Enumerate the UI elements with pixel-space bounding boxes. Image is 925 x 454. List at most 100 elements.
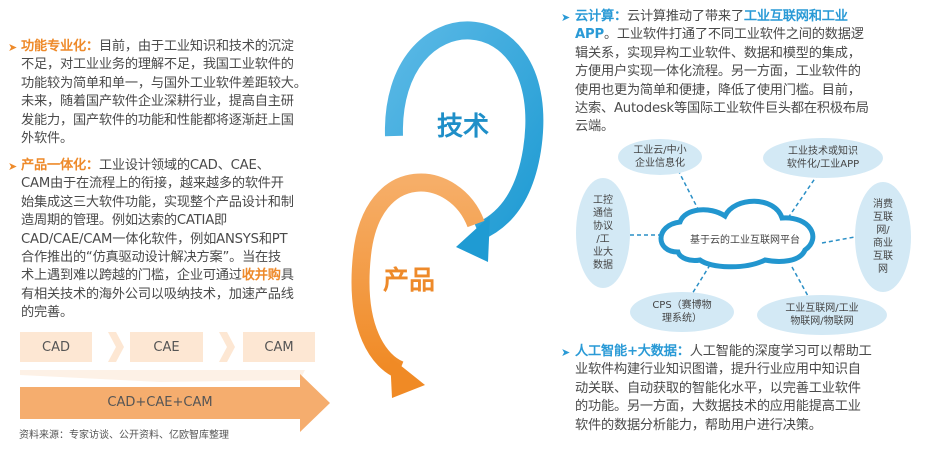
diagram-center-label: 基于云的工业互联网平台 [690,235,800,246]
text-line: 动关联、自动获取的智能化水平，以完善工业软件 [575,380,872,398]
node-line: /工 [596,234,610,245]
node-line: 软件化/工业APP [786,159,860,170]
flow-step-cam: CAM [243,332,315,362]
chevron-right-icon: ➤ [8,160,18,173]
flow-arrows [20,332,330,432]
cloud-platform-diagram [576,138,911,335]
product-integration-paragraph: 产品一体化：工业设计领域的CAD、CAE、CAM由于在流程上的衔接，越来越多的软… [21,157,294,323]
product-arc [351,173,485,379]
node-line: 工业互联网/工业 [785,303,859,314]
node-line: 工业技术或知识 [788,146,858,157]
node-bg [618,139,702,175]
text-segment: 方便用户实现一体化流程。另一方面，工业软件的 [575,64,861,80]
text-line: 始集成这三大软件功能，实现整个产品设计和制 [21,194,294,212]
text-segment: 云计算推动了带来了 [626,9,744,24]
chevron-icon [108,332,124,362]
combined-arrow [20,374,330,432]
text-line: 有相关技术的海外公司以吸纳技术，加速产品线 [21,286,294,304]
flow-step-cad: CAD [20,332,92,362]
text-segment: 工业设计领域的CAD、CAE、 [98,158,270,173]
source-note: 资料来源：专家访谈、公开资料、亿欧智库整理 [19,430,229,441]
diagram-node-top-right: 工业技术或知识软件化/工业APP [787,145,859,171]
text-line: 功能较为简单和单一，与国外工业软件差距较大。 [21,75,307,93]
node-bg [855,182,911,292]
text-segment: 外软件。 [21,131,73,147]
text-line: CAD/CAE/CAM一体化软件，例如ANSYS和PT [21,231,294,249]
text-segment: 软件的数据分析能力，帮助用户进行决策。 [575,417,822,433]
text-line: 云端。 [575,118,869,136]
text-segment: 动关联、自动获取的智能化水平，以完善工业软件 [575,380,861,396]
diagram-node-left: 工控通信协议/工业大数据 [593,194,613,272]
node-bg [630,292,734,332]
text-line: 发能力，国产软件的功能和性能都将逐渐赶上国 [21,112,307,130]
node-line: 企业信息化 [635,158,685,169]
text-line: 的功能。另一方面，大数据技术的应用能提高工业 [575,398,872,416]
chevron-icon [219,332,235,362]
text-line: CAM由于在流程上的衔接，越来越多的软件开 [21,175,294,193]
technology-arrowhead [456,216,490,262]
text-line: 功能专业化：目前，由于工业知识和技术的沉淀 [21,38,307,56]
text-segment: 使用也更为简单和便捷，降低了使用门槛。目前， [575,82,861,98]
node-line: 理系统） [662,313,702,324]
highlight-text: 人工智能+大数据： [575,344,690,359]
node-line: 业大 [593,247,613,258]
node-bg [576,178,630,288]
text-line: 术上遇到难以跨越的门槛，企业可通过收并购具 [21,267,294,285]
node-line: 协议 [593,221,613,232]
text-line: 产品一体化：工业设计领域的CAD、CAE、 [21,157,294,175]
text-segment: CAM由于在流程上的衔接，越来越多的软件开 [21,176,284,192]
text-segment: 。工业软件打通了不同工业软件之间的数据逻 [603,27,864,43]
node-line: 工控 [593,195,613,206]
text-segment: 业软件构建行业知识图谱，提升行业应用中知识自 [575,362,861,378]
text-segment: 合作推出的“仿真驱动设计解决方案”。当在技 [21,250,282,266]
combined-flow-label: CAD+CAE+CAM [107,394,213,410]
text-line: 辑关系，实现异构工业软件、数据和模型的集成， [575,45,869,63]
text-segment: 具 [280,268,294,284]
chevron-right-icon: ➤ [8,41,18,54]
text-line: 人工智能+大数据：人工智能的深度学习可以帮助工 [575,343,872,361]
node-line: 商业 [873,238,893,249]
text-segment: 目前，由于工业知识和技术的沉淀 [98,39,294,54]
text-segment: 人工智能的深度学习可以帮助工 [689,344,872,359]
text-line: 不足，对工业业务的理解不足，我国工业软件的 [21,56,307,74]
flow-step-cae: CAE [130,332,203,362]
text-segment: 未来，随着国产软件企业深耕行业，提高自主研 [21,94,294,110]
text-segment: 功能较为简单和单一，与国外工业软件差距较大。 [21,75,307,91]
diagram-node-bottom-right: 工业互联网/工业物联网/物联网 [785,302,858,328]
text-segment: 云端。 [575,119,614,135]
technology-arc [384,21,544,241]
node-line: 工业云/中小 [633,145,687,156]
node-line: 通信 [593,208,613,219]
chevron-right-icon: ➤ [561,11,571,24]
node-line: CPS（赛博物 [652,300,712,311]
text-segment: 达索、Autodesk等国际工业软件巨头都在积极布局 [575,101,869,117]
highlight-text: 功能专业化： [21,39,99,54]
text-segment: 不足，对工业业务的理解不足，我国工业软件的 [21,57,294,73]
node-line: 互联 [873,212,893,223]
diagram-node-top-left: 工业云/中小企业信息化 [633,144,686,170]
text-segment: 有相关技术的海外公司以吸纳技术，加速产品线 [21,286,294,302]
text-line: 云计算：云计算推动了带来了工业互联网和工业 [575,8,869,26]
text-line: APP。工业软件打通了不同工业软件之间的数据逻 [575,26,869,44]
highlight-text: 收并购 [241,268,281,284]
product-label: 产品 [383,266,436,296]
node-bg [757,295,887,335]
highlight-text: 云计算： [575,9,627,24]
product-arrowhead [390,357,425,398]
chevron-right-icon: ➤ [561,346,571,359]
technology-label: 技术 [437,112,490,142]
text-line: 达索、Autodesk等国际工业软件巨头都在积极布局 [575,100,869,118]
text-line: 合作推出的“仿真驱动设计解决方案”。当在技 [21,249,294,267]
node-line: 数据 [593,260,613,271]
text-segment: 造周期的管理。例如达索的CATIA即 [21,213,228,229]
text-line: 造周期的管理。例如达索的CATIA即 [21,212,294,230]
text-segment: 辑关系，实现异构工业软件、数据和模型的集成， [575,45,861,61]
text-line: 的完善。 [21,304,294,322]
highlight-text: 工业互联网和工业 [743,9,848,24]
merge-band [20,370,305,382]
node-line: 网/ [876,225,890,236]
text-line: 外软件。 [21,130,307,148]
text-segment: 的功能。另一方面，大数据技术的应用能提高工业 [575,399,861,415]
text-segment: 的完善。 [21,305,73,321]
